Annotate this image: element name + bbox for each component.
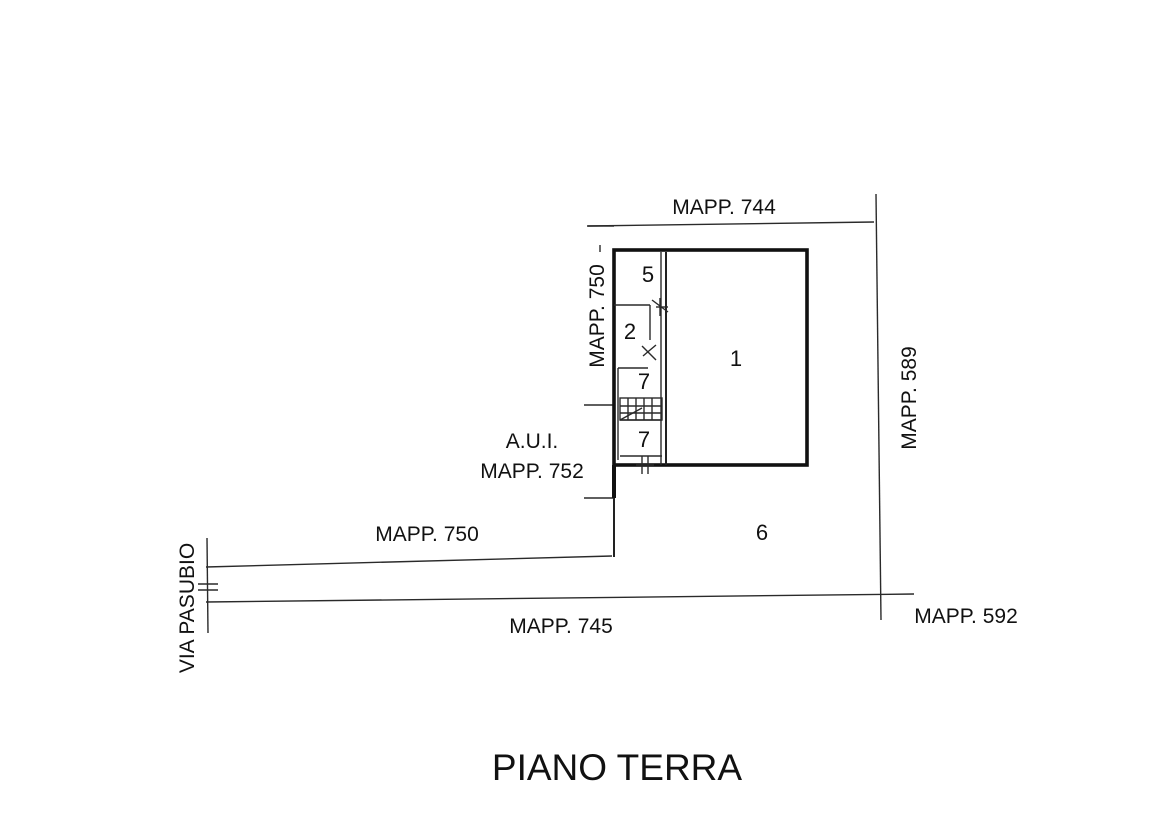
parcel-label-west-lower: MAPP. 750	[375, 523, 479, 546]
room-label-7-upper: 7	[638, 369, 650, 394]
parcel-label-southeast: MAPP. 592	[914, 605, 1018, 628]
room-label-7-lower: 7	[638, 427, 650, 452]
building-outline	[612, 248, 809, 498]
street-label: VIA PASUBIO	[176, 543, 199, 673]
aui-label: A.U.I.	[506, 430, 559, 453]
room-label-5: 5	[642, 262, 654, 287]
room-label-2: 2	[624, 319, 636, 344]
floor-title: PIANO TERRA	[492, 747, 742, 788]
staircase	[619, 397, 663, 421]
parcel-label-east: MAPP. 589	[898, 346, 921, 450]
parcel-label-north: MAPP. 744	[672, 196, 776, 219]
room-label-6: 6	[756, 520, 768, 545]
parcel-label-south: MAPP. 745	[509, 615, 613, 638]
parcel-label-west-upper: MAPP. 750	[586, 264, 609, 368]
room-label-1: 1	[730, 346, 742, 371]
door-marks	[636, 298, 669, 474]
parcel-label-aui: MAPP. 752	[480, 460, 584, 483]
